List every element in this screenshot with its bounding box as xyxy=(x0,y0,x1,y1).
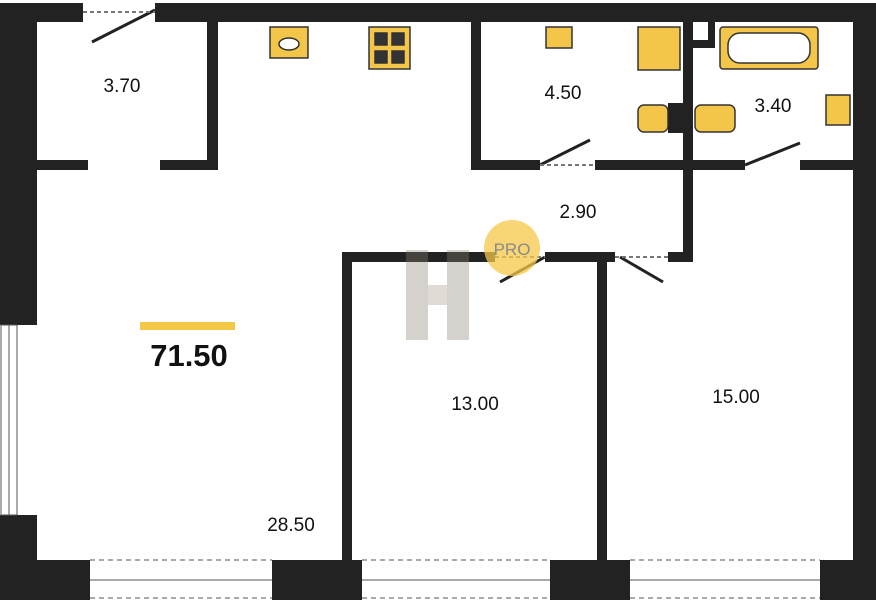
shower-icon xyxy=(637,26,681,71)
room-area-hall: 3.70 xyxy=(103,76,141,97)
windows xyxy=(0,324,820,599)
room-area-bathroom: 4.50 xyxy=(544,83,582,104)
toilet-icon xyxy=(637,104,669,133)
room-area-bedroom: 13.00 xyxy=(451,394,499,415)
room-area-living-kitchen: 28.50 xyxy=(267,515,315,536)
room-area-bedroom-2: 15.00 xyxy=(712,387,760,408)
room-area-corridor: 2.90 xyxy=(559,202,597,223)
toilet-icon-2 xyxy=(694,104,736,133)
total-area: 71.50 xyxy=(150,338,228,373)
walls xyxy=(0,3,876,600)
pro-badge xyxy=(484,220,540,276)
pro-badge-text: PRO xyxy=(493,240,531,259)
fixtures xyxy=(269,26,851,133)
room-area-bathroom-2: 3.40 xyxy=(754,96,792,117)
sink-icon xyxy=(545,26,573,49)
sink-icon-2 xyxy=(825,94,851,126)
total-area-bar xyxy=(140,322,235,330)
watermark-logo xyxy=(406,250,469,340)
